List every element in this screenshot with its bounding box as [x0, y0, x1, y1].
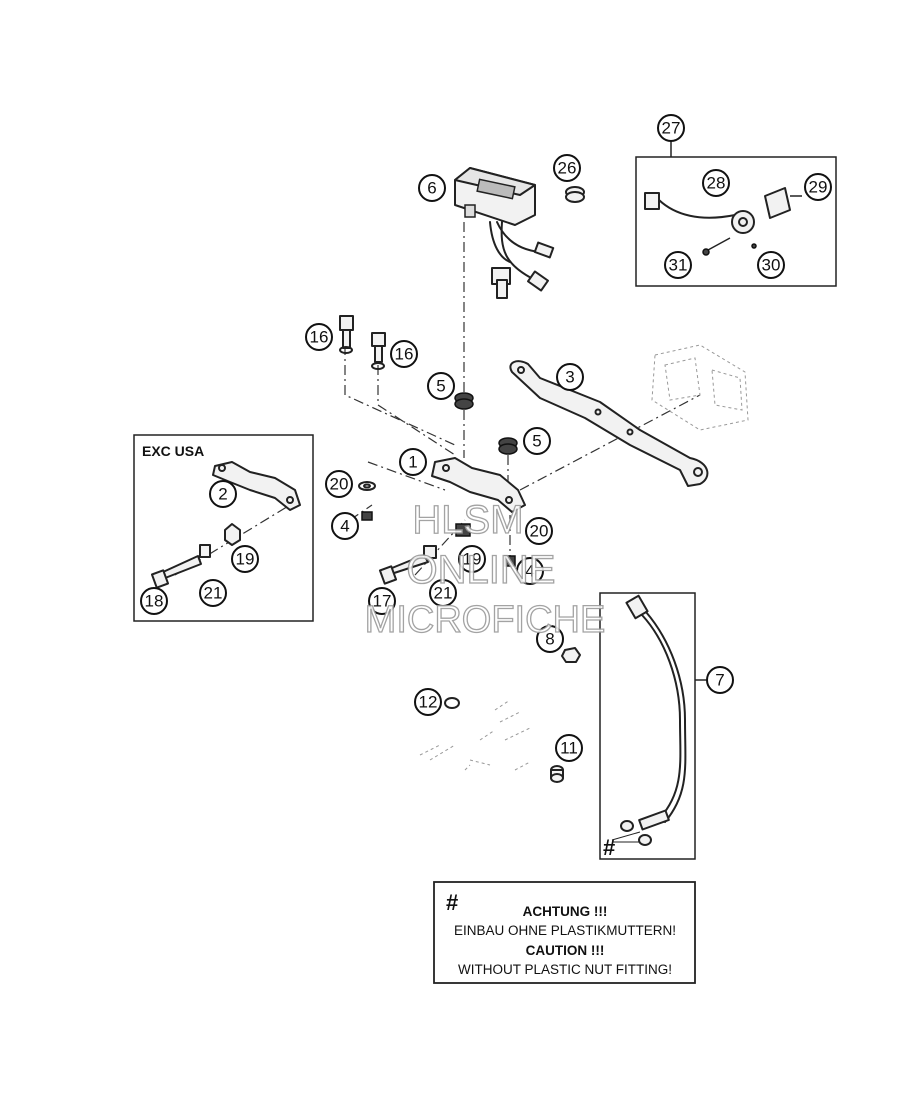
svg-text:21: 21	[434, 584, 453, 603]
callout-31: 31	[664, 251, 692, 279]
callout-20b: 20	[525, 517, 553, 545]
callout-29: 29	[804, 173, 832, 201]
svg-text:18: 18	[145, 592, 164, 611]
watermark-line-3: MICROFICHE	[365, 599, 606, 641]
callout-12: 12	[414, 688, 442, 716]
clip-12	[444, 697, 460, 709]
callout-21a: 21	[199, 579, 227, 607]
svg-text:7: 7	[715, 671, 724, 690]
callout-7: 7	[706, 666, 734, 694]
svg-text:3: 3	[565, 368, 574, 387]
svg-text:27: 27	[662, 119, 681, 138]
callout-17: 17	[368, 587, 396, 615]
bolts-16	[339, 315, 386, 370]
svg-text:2: 2	[218, 485, 227, 504]
sensor-note-symbol: #	[603, 835, 615, 860]
scattered-ghost-parts	[419, 699, 531, 771]
washer-nut-left	[358, 481, 376, 521]
svg-text:20: 20	[530, 522, 549, 541]
callout-16b: 16	[390, 340, 418, 368]
svg-text:4: 4	[340, 517, 349, 536]
bracket-bar-3	[509, 360, 709, 487]
callout-1: 1	[399, 448, 427, 476]
svg-text:5: 5	[436, 377, 445, 396]
callout-2: 2	[209, 480, 237, 508]
svg-text:11: 11	[560, 739, 578, 758]
callout-4a: 4	[331, 512, 359, 540]
svg-text:16: 16	[310, 328, 329, 347]
callout-5a: 5	[427, 372, 455, 400]
callout-11: 11	[555, 734, 583, 762]
callout-3: 3	[556, 363, 584, 391]
exc-usa-inset: EXC USA	[133, 434, 314, 622]
watermark-line-2: ONLINE	[407, 548, 556, 592]
watermark: HLSM ONLINE MICROFICHE	[364, 497, 606, 641]
svg-text:29: 29	[809, 178, 828, 197]
callout-4b: 4	[516, 557, 544, 585]
svg-text:16: 16	[395, 345, 414, 364]
notice-symbol: #	[446, 890, 458, 915]
callout-20a: 20	[325, 470, 353, 498]
holder-plate-1	[431, 457, 526, 513]
notice-line-3: CAUTION !!!	[526, 943, 605, 958]
svg-text:26: 26	[558, 159, 577, 178]
callouts: 27 26 6 28 29 31 30 16 16 3 5 5 1 20 2 4…	[140, 114, 832, 762]
nut-8	[561, 647, 581, 663]
callout-28: 28	[702, 169, 730, 197]
spacer-11	[550, 765, 564, 783]
svg-text:28: 28	[707, 174, 726, 193]
svg-text:30: 30	[762, 256, 781, 275]
svg-text:12: 12	[419, 693, 438, 712]
callout-30: 30	[757, 251, 785, 279]
svg-text:1: 1	[408, 453, 417, 472]
inset-label: EXC USA	[142, 443, 204, 459]
svg-text:17: 17	[373, 592, 392, 611]
svg-text:20: 20	[330, 475, 349, 494]
svg-text:31: 31	[669, 256, 688, 275]
watermark-line-1: HLSM	[412, 498, 523, 542]
callout-26: 26	[553, 154, 581, 182]
ghost-outline	[651, 344, 749, 431]
callout-19a: 19	[231, 545, 259, 573]
notice-line-4: WITHOUT PLASTIC NUT FITTING!	[458, 962, 672, 977]
svg-text:19: 19	[236, 550, 255, 569]
callout-27: 27	[657, 114, 685, 142]
callout-8: 8	[536, 625, 564, 653]
notice-line-2: EINBAU OHNE PLASTIKMUTTERN!	[454, 923, 676, 938]
svg-text:6: 6	[427, 179, 436, 198]
svg-text:21: 21	[204, 584, 223, 603]
speedometer-computer	[454, 167, 555, 299]
switch-inset	[635, 141, 837, 287]
callout-5b: 5	[523, 427, 551, 455]
notice-box: # ACHTUNG !!! EINBAU OHNE PLASTIKMUTTERN…	[433, 881, 696, 984]
svg-text:5: 5	[532, 432, 541, 451]
callout-21b: 21	[429, 579, 457, 607]
cap-part	[565, 186, 585, 203]
callout-19b: 19	[458, 545, 486, 573]
notice-line-1: ACHTUNG !!!	[523, 904, 608, 919]
center-fasteners	[378, 523, 516, 585]
svg-text:8: 8	[545, 630, 554, 649]
svg-text:19: 19	[463, 550, 482, 569]
svg-text:4: 4	[525, 562, 534, 581]
callout-18: 18	[140, 587, 168, 615]
bushings-5	[454, 392, 518, 455]
callout-6: 6	[418, 174, 446, 202]
callout-16a: 16	[305, 323, 333, 351]
sensor-inset: #	[599, 592, 708, 860]
